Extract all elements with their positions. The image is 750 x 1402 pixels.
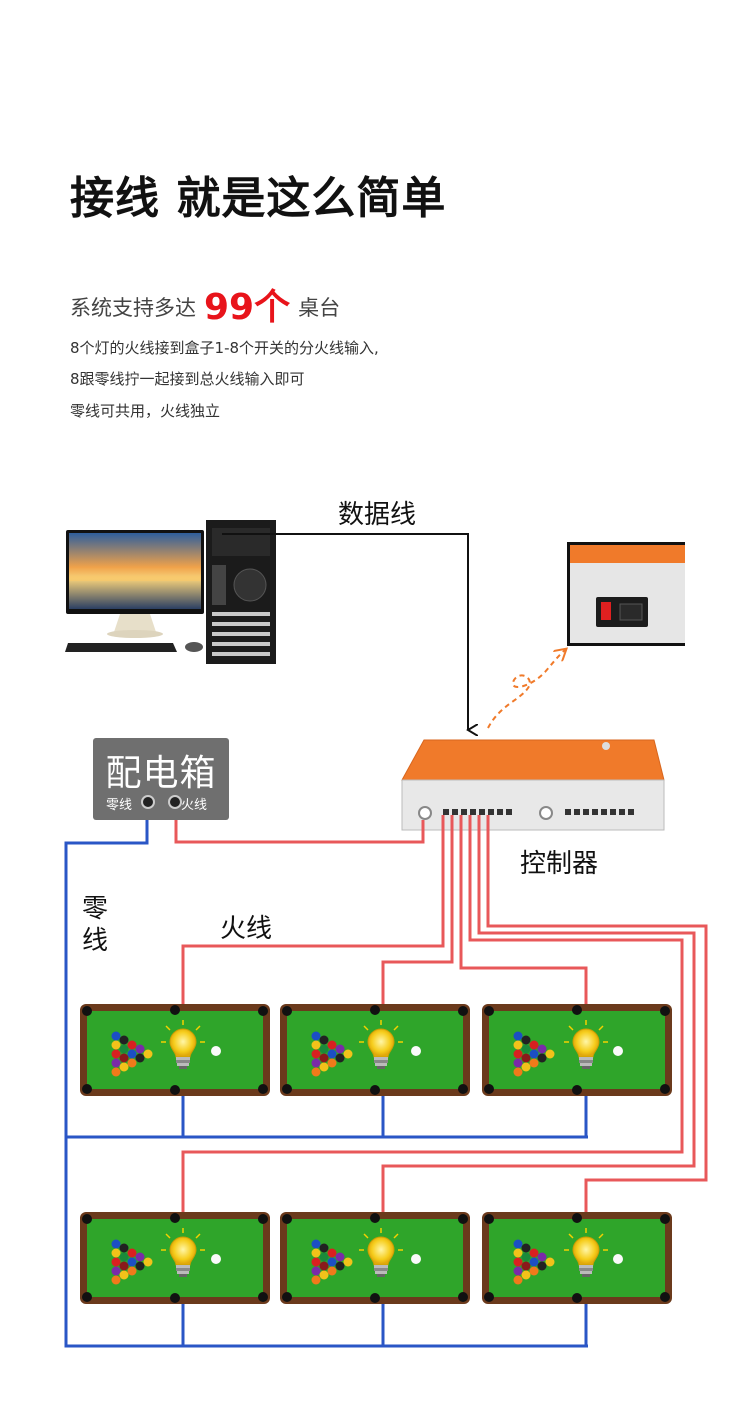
controller-box — [401, 739, 665, 831]
data-cable-label: 数据线 — [338, 500, 417, 530]
subtitle: 系统支持多达 99个桌台 — [70, 278, 340, 330]
distribution-box: 配电箱 零线 火线 — [93, 738, 229, 820]
power-switch-inset — [567, 542, 685, 646]
subtitle-prefix: 系统支持多达 — [70, 296, 196, 320]
description-line-3: 零线可共用，火线独立 — [70, 402, 221, 420]
live-port-label: 火线 — [181, 798, 208, 813]
subtitle-suffix: 桌台 — [298, 296, 341, 320]
live-wires — [174, 805, 708, 1228]
keyboard-icon — [65, 642, 203, 652]
neutral-port-label: 零线 — [106, 798, 133, 813]
computer-tower-icon — [206, 520, 276, 664]
description-line-2: 8跟零线拧一起接到总火线输入即可 — [70, 370, 305, 388]
live-port-jack — [168, 795, 182, 809]
page-title: 接线 就是这么简单 — [70, 173, 447, 224]
description-line-1: 8个灯的火线接到盒子1-8个开关的分火线输入, — [70, 339, 379, 357]
subtitle-number: 99个 — [204, 287, 291, 328]
neutral-port-jack — [141, 795, 155, 809]
computer-monitor-icon — [66, 530, 204, 638]
inset-pointer-arrow — [487, 650, 565, 729]
live-wire-label: 火线 — [220, 914, 273, 944]
controller-label: 控制器 — [520, 849, 599, 879]
data-cable — [222, 533, 468, 730]
neutral-wire-label: 零线 — [81, 894, 108, 956]
distribution-box-title: 配电箱 — [105, 753, 217, 794]
